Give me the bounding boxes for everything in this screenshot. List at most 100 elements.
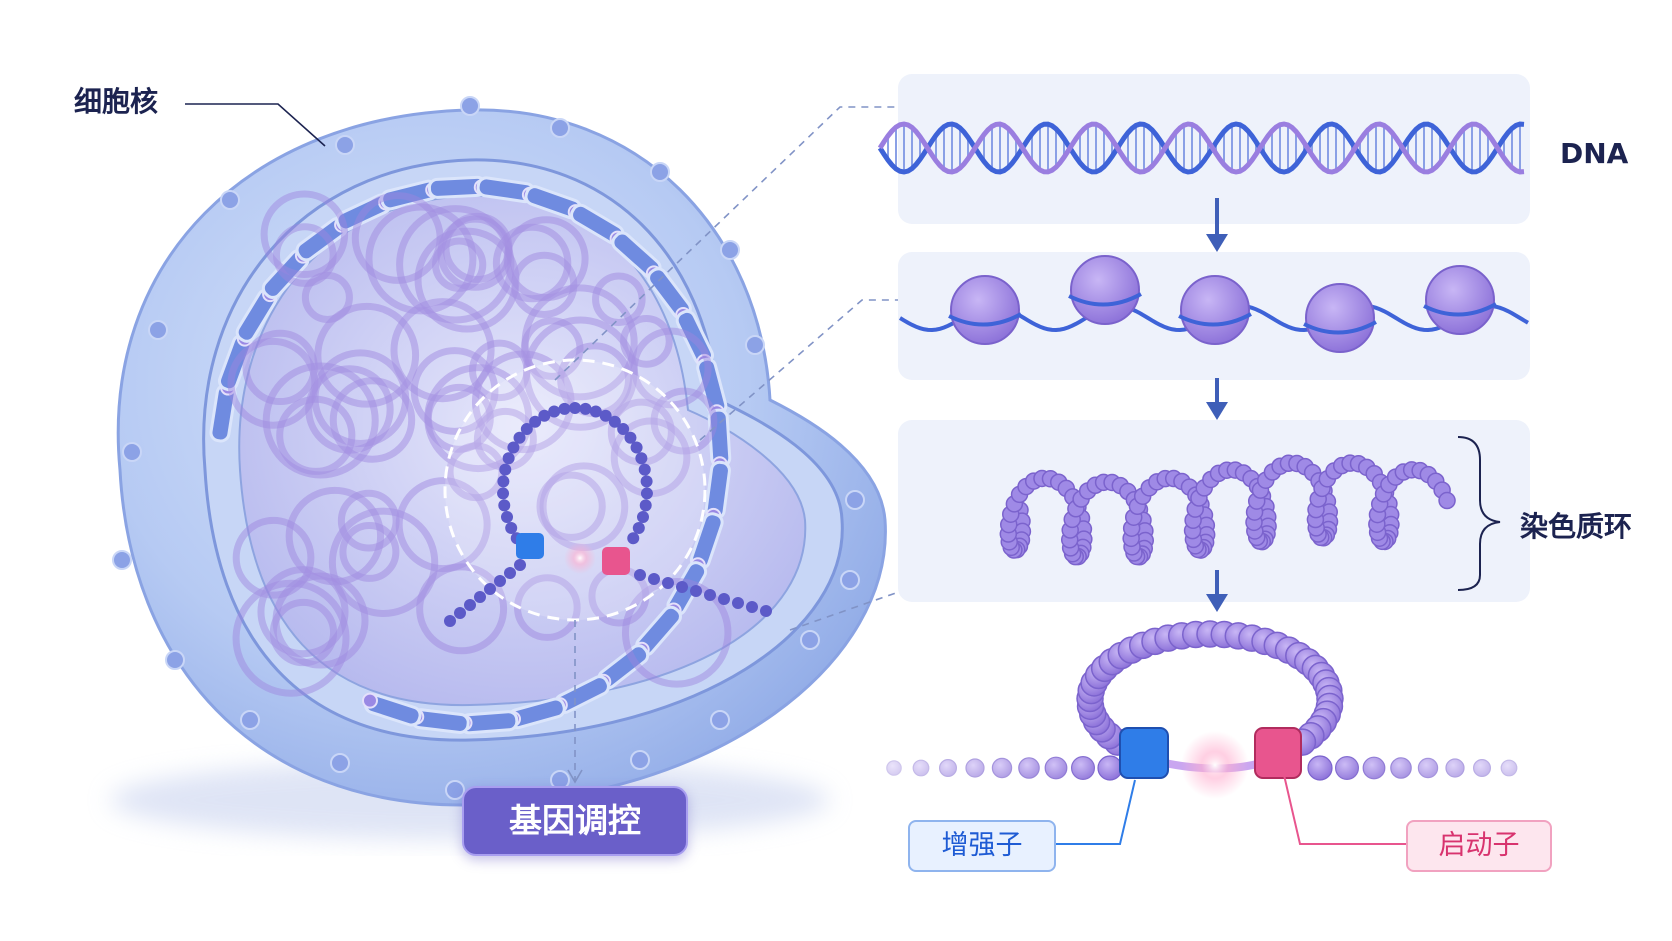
chromatin-fiber: [410, 347, 499, 435]
surface-protein: [112, 550, 132, 570]
loop-bead: [520, 423, 533, 436]
flow-arrows: [1206, 198, 1228, 612]
loop-bead: [474, 591, 486, 603]
loop-bead: [569, 402, 581, 414]
chromatin-fiber: [396, 205, 515, 324]
chromatin-fiber: [311, 349, 410, 447]
chromatin-fiber: [285, 486, 385, 586]
loop-bead: [505, 521, 518, 534]
loop-bead: [454, 607, 466, 619]
chromatin-fiber: [329, 377, 416, 463]
nucleosome-string: [898, 255, 1530, 353]
surface-protein: [122, 442, 142, 462]
chromatin-fiber: [242, 329, 318, 406]
label-gene-regulation: 基因调控: [462, 786, 688, 856]
label-nucleus: 细胞核: [74, 85, 159, 118]
nucleosome: [1180, 275, 1250, 345]
chromatin-fiber: [503, 216, 589, 302]
loop-bead: [507, 441, 520, 454]
loop-bead: [638, 463, 651, 476]
dna-strand: [877, 121, 1525, 175]
chromatin-fiber: [260, 190, 349, 279]
label-enhancer: 增强子: [908, 820, 1056, 872]
contact-glow-small: [564, 542, 596, 574]
loop-bead: [444, 615, 456, 627]
label-chromatin-loop: 染色质环: [1520, 510, 1633, 543]
loop-bead: [538, 409, 551, 422]
loop-bead: [746, 601, 758, 613]
chromatin-fiber: [257, 566, 349, 658]
chromatin-fiber: [232, 579, 350, 697]
loop-bead: [635, 452, 648, 465]
connector-nucleosome: [699, 299, 900, 441]
loop-bead: [634, 569, 646, 581]
dna-strand: [877, 121, 1525, 175]
chromatin-fiber: [416, 563, 508, 655]
chromatin-loop-bracket: [1457, 436, 1501, 591]
chromatin-fiber: [621, 578, 732, 688]
nucleus-illustration: [116, 108, 887, 807]
nuclear-pore: [361, 692, 378, 709]
dna-wrap: [1303, 320, 1377, 335]
chromatin-fiber: [630, 327, 712, 409]
chromatin-fiber: [337, 489, 400, 552]
fiber-bead-left: [886, 760, 902, 776]
chromatin-fiber: [227, 337, 319, 429]
chromatin-fiber: [232, 516, 315, 599]
dna-wrap: [948, 312, 1022, 327]
loop-bead: [558, 402, 571, 415]
fiber-bead-left: [912, 759, 930, 777]
loop-bead: [648, 573, 660, 585]
surface-protein: [220, 190, 240, 210]
loop-bead: [589, 405, 602, 418]
connector-dna: [554, 106, 900, 381]
dna-wrap: [1178, 312, 1252, 327]
fiber-bead-right: [1362, 756, 1386, 780]
fiber-bead-right: [1500, 759, 1518, 777]
loop-bead: [617, 423, 630, 436]
loop-bead: [529, 415, 542, 428]
chromatin-fiber: [301, 271, 353, 323]
loop-bead: [497, 475, 510, 488]
surface-protein: [745, 335, 765, 355]
chromatin-fiber: [390, 298, 495, 403]
dna-wrap: [1068, 292, 1142, 307]
surface-protein: [845, 490, 865, 510]
chromatin-fiber: [276, 395, 356, 475]
surface-protein: [330, 753, 350, 773]
contact-glow: [1181, 731, 1249, 799]
loop-bead: [636, 510, 649, 523]
loop-bead: [514, 559, 526, 571]
surface-protein: [148, 320, 168, 340]
loop-bead: [608, 415, 621, 428]
chromatin-fiber: [272, 223, 337, 287]
nucleosome: [1425, 265, 1495, 335]
chromatin-fiber: [492, 223, 572, 303]
chromatin-fiber: [395, 477, 491, 573]
loop-bead: [502, 452, 515, 465]
loop-bead: [639, 499, 652, 512]
loop-bead: [501, 510, 514, 523]
nucleus-label-leader: [185, 103, 326, 147]
fiber-bead-right: [1334, 755, 1359, 780]
surface-protein: [720, 240, 740, 260]
enlarged-chromatin-loop: [886, 620, 1518, 799]
nucleosome: [1305, 283, 1375, 353]
surface-protein: [840, 570, 860, 590]
nucleosome: [1070, 255, 1140, 325]
chromatin-fiber: [592, 272, 646, 326]
label-promoter: 启动子: [1406, 820, 1552, 872]
chromatin-fiber: [511, 251, 578, 318]
loop-bead: [498, 499, 511, 512]
fiber-bead-right: [1390, 757, 1412, 779]
loop-bead: [599, 409, 612, 422]
arrow-nucleosome-to-coil: [1206, 378, 1228, 420]
chromatin-fiber: [305, 365, 394, 454]
fiber-bead-right: [1472, 758, 1491, 777]
loop-bead: [497, 487, 510, 500]
loop-bead: [548, 405, 561, 418]
chromatin-fiber: [272, 572, 369, 669]
fiber-bead-left: [991, 757, 1013, 779]
chromatin-fiber: [351, 192, 444, 284]
loop-bead: [640, 475, 653, 488]
